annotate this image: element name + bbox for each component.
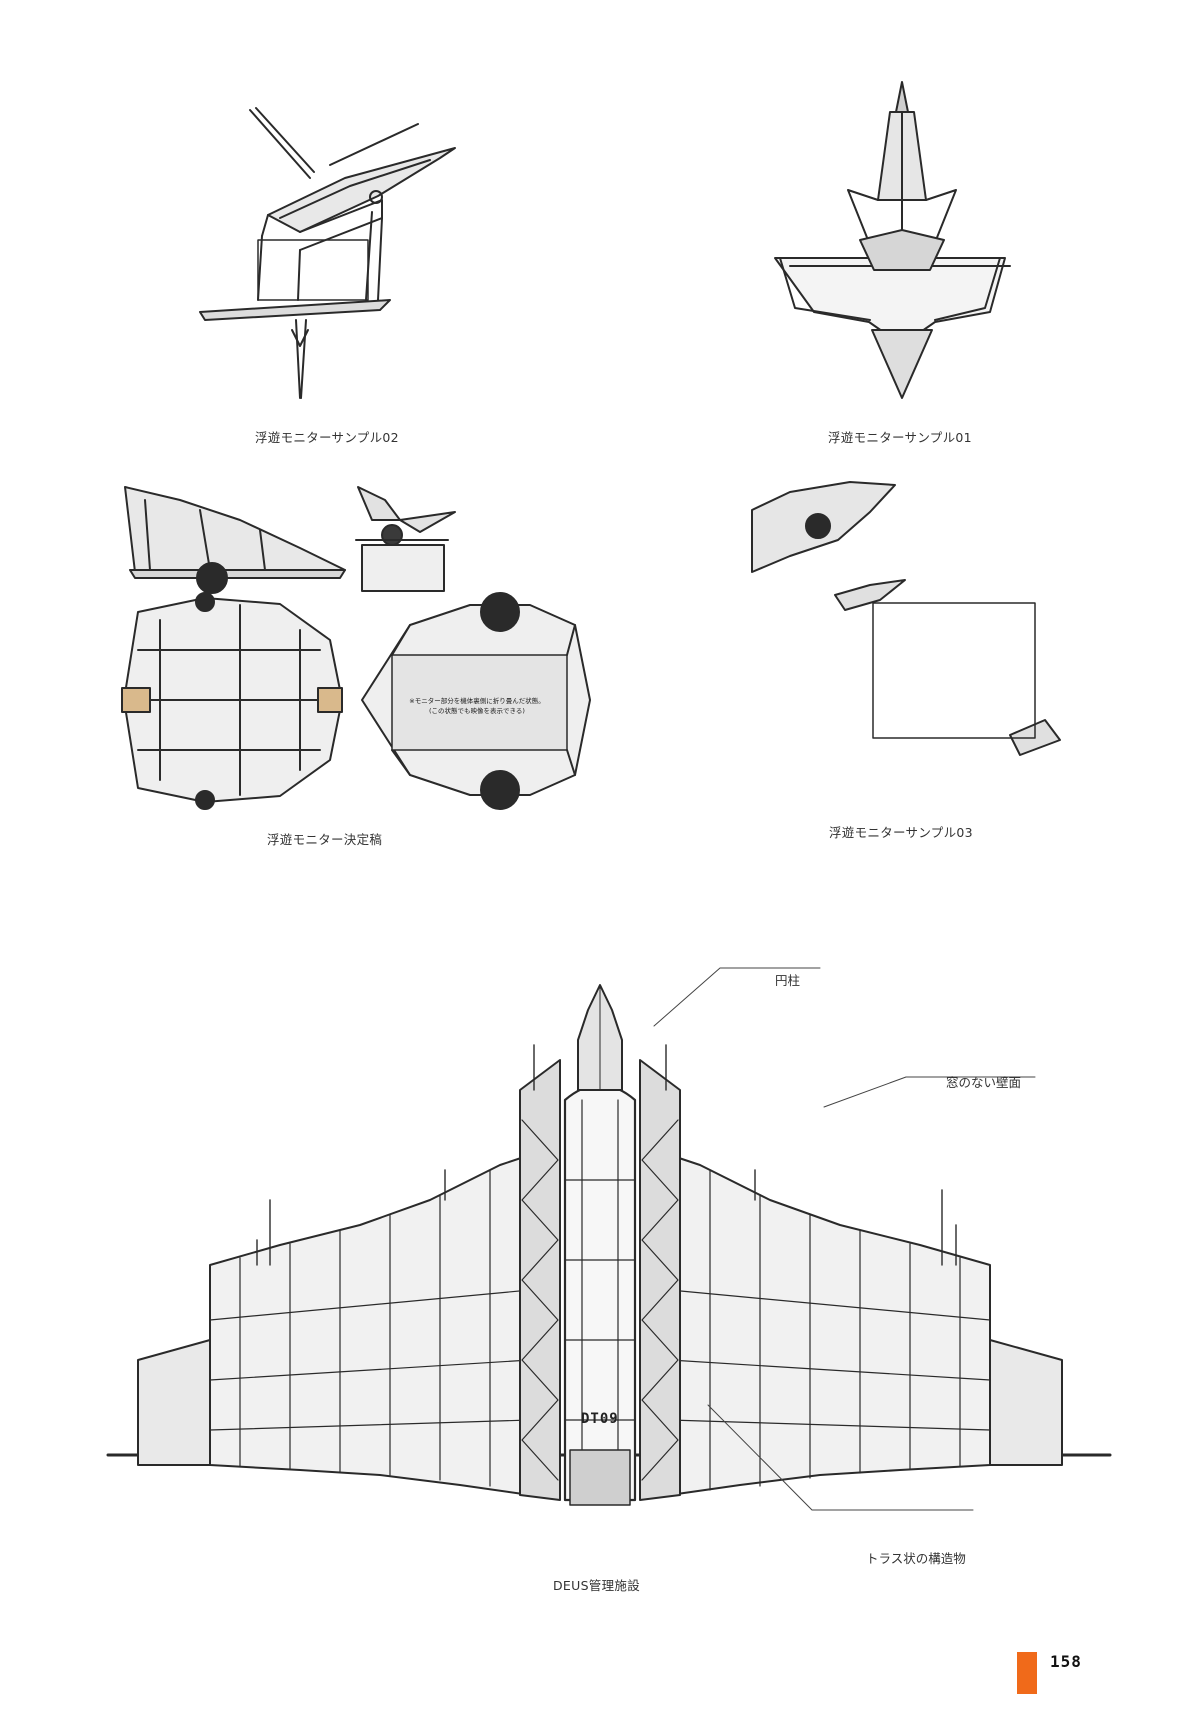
monitor-fold-note-line-1: ※モニター部分を機体裏側に折り畳んだ状態。: [409, 697, 545, 705]
monitor-sample-01-drawing: [774, 81, 1011, 399]
monitor-sample-02-drawing: [199, 107, 456, 399]
deus-facility-drawing: [106, 967, 1112, 1511]
building-label: DT09: [581, 1411, 619, 1427]
monitor-fold-note: ※モニター部分を機体裏側に折り畳んだ状態。 (この状態でも映像を表示できる): [392, 696, 562, 716]
callout-pillar: 円柱: [775, 973, 801, 988]
caption-final-design: 浮遊モニター決定稿: [267, 832, 383, 847]
callout-truss-structure: トラス状の構造物: [866, 1551, 966, 1566]
callout-windowless-wall: 窓のない壁面: [946, 1075, 1022, 1090]
monitor-sample-03-drawing: [751, 481, 1061, 756]
page-number: 158: [1050, 1652, 1082, 1671]
monitor-final-top-drawing: [121, 592, 343, 810]
monitor-final-front-drawing: [355, 486, 456, 592]
monitor-final-side-drawing: [124, 486, 346, 594]
caption-deus-facility: DEUS管理施設: [553, 1578, 641, 1593]
caption-sample-02: 浮遊モニターサンプル02: [255, 430, 399, 445]
monitor-final-back-drawing: [361, 592, 591, 810]
caption-sample-01: 浮遊モニターサンプル01: [828, 430, 972, 445]
monitor-fold-note-line-2: (この状態でも映像を表示できる): [429, 707, 525, 715]
caption-sample-03: 浮遊モニターサンプル03: [829, 825, 973, 840]
page-number-accent-bar: [1017, 1652, 1037, 1694]
